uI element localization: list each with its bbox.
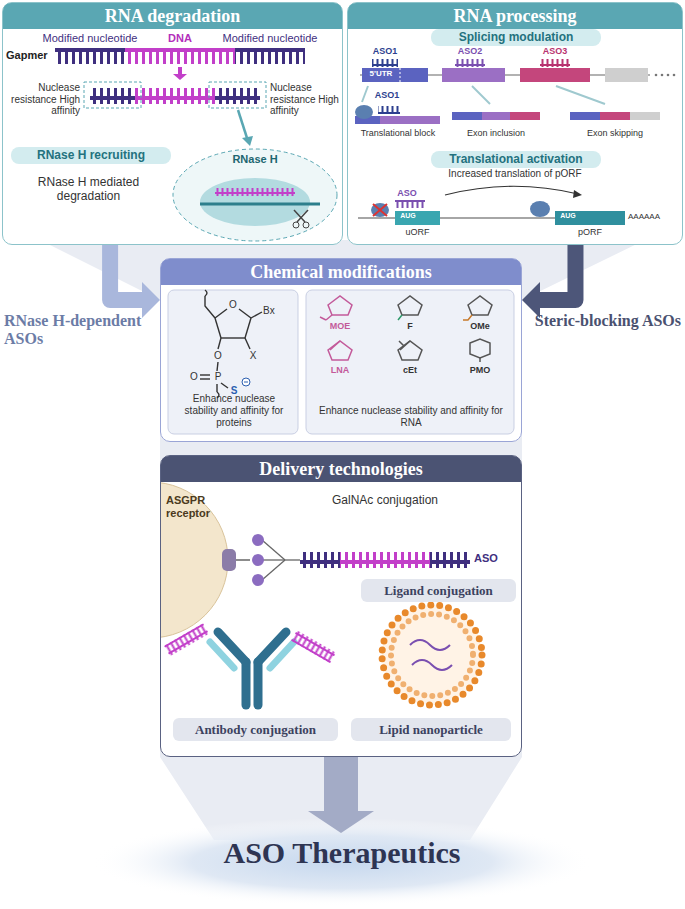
panel-heading: Delivery technologies: [161, 456, 521, 482]
node-text: Enhance nuclease stability and affinity …: [313, 405, 509, 429]
node-text: ASO Therapeutics: [170, 833, 514, 873]
arrow-shaft: [110, 245, 143, 300]
modification-name: F: [390, 321, 430, 331]
method-chip: Ligand conjugation: [361, 579, 516, 602]
aso-label: ASO1: [368, 46, 402, 56]
atom-label: P: [212, 371, 224, 383]
arrow-shaft: [539, 245, 575, 300]
panel-heading: RNA degradation: [3, 3, 342, 29]
panel-heading: RNA processing: [348, 3, 682, 29]
codon-label: AUG: [396, 212, 420, 220]
atom-label: S: [228, 385, 240, 397]
method-chip: Lipid nanoparticle: [351, 718, 511, 741]
receptor-label: ASGPR receptor: [166, 494, 238, 519]
method-chip: Antibody conjugation: [173, 718, 338, 741]
modification-box: Enhance nuclease stability and affinity …: [307, 291, 515, 435]
arrow-head: [308, 811, 374, 833]
codon-label: AUG: [556, 212, 580, 220]
node-text: Translational activation: [439, 152, 593, 167]
node-text: Ligand conjugation: [371, 582, 506, 599]
arrow-shaft: [324, 757, 358, 812]
conjugate-label: GalNAc conjugation: [300, 494, 470, 508]
flow-arrow: [110, 245, 160, 318]
utr-label: 5'UTR: [364, 69, 398, 78]
modification-name: cEt: [390, 365, 430, 375]
flow-arrow: [522, 245, 575, 318]
enzyme-label: RNase H: [220, 153, 290, 166]
modification-name: LNA: [320, 365, 360, 375]
outcome-label: Exon skipping: [565, 128, 665, 138]
outcome-label: Exon inclusion: [450, 128, 542, 138]
node-text: RNase H recruiting: [19, 148, 163, 163]
step-band: Translational activation: [431, 151, 601, 168]
gapmer-label: Gapmer: [6, 49, 52, 62]
nucleotide-label: Modified nucleotide: [210, 32, 330, 45]
modification-name: OMe: [460, 321, 500, 331]
atom-label: O: [227, 299, 239, 311]
panel-heading: Chemical modifications: [161, 259, 521, 285]
dna-label: DNA: [160, 32, 200, 45]
orf-label: pORF: [555, 227, 625, 237]
arrow-head: [142, 282, 160, 318]
orf-label: uORF: [395, 227, 440, 237]
aso-label: ASO1: [370, 90, 404, 100]
atom-label: O: [212, 350, 224, 362]
flow-arrow: [308, 757, 374, 833]
section-panel: Splicing modulationTranslational activat…: [347, 2, 683, 245]
polya-label: AAAAAA: [628, 212, 680, 221]
step-band: RNase H recruiting: [11, 147, 171, 164]
step-band: Splicing modulation: [431, 29, 601, 46]
wing-note: Nuclease resistance High affinity: [270, 82, 340, 117]
node-text: Lipid nanoparticle: [361, 721, 501, 738]
aso-label: ASO2: [453, 46, 487, 56]
wing-note: Nuclease resistance High affinity: [4, 82, 80, 117]
atom-label: O: [188, 371, 200, 383]
effect-note: Increased translation of pORF: [440, 168, 590, 180]
modification-box: Enhance nuclease stability and affinity …: [169, 291, 299, 435]
flow-label: RNase H-dependent ASOs: [4, 312, 154, 349]
node-text: Antibody conjugation: [183, 721, 328, 738]
flow-label: Steric-blocking ASOs: [531, 312, 681, 330]
aso-label: ASO3: [538, 46, 572, 56]
node-text: Enhance nuclease stability and affinity …: [175, 393, 293, 429]
node-text: Splicing modulation: [439, 30, 593, 45]
nucleotide-label: Modified nucleotide: [30, 32, 150, 45]
mechanism-note: RNase H mediated degradation: [12, 176, 165, 204]
modification-name: MOE: [320, 321, 360, 331]
aso-label: ASO: [474, 552, 504, 565]
modification-name: PMO: [460, 365, 500, 375]
outcome-label: Translational block: [350, 128, 446, 138]
atom-label: X: [247, 350, 259, 362]
aso-label: ASO: [390, 188, 424, 198]
atom-label: Bx: [263, 305, 283, 317]
outcome-title: ASO Therapeutics: [170, 833, 514, 873]
